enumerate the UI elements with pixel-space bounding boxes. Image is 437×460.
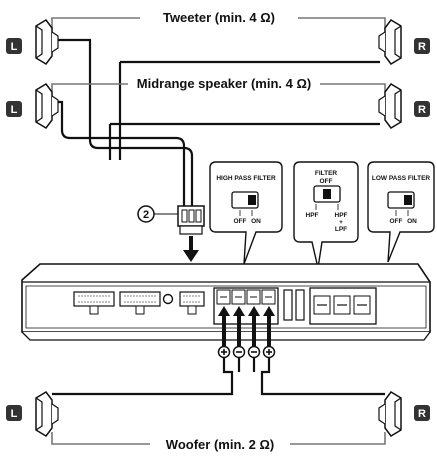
speaker-woofer-right [378, 391, 402, 437]
switch-low-pass-filter: LOW PASS FILTER OFF ON [367, 161, 435, 263]
svg-text:OFF: OFF [234, 218, 247, 225]
svg-text:R: R [418, 408, 426, 420]
plus-terminal-icon [262, 345, 276, 359]
amp-harness-socket [179, 291, 205, 315]
speaker-woofer-left [35, 391, 59, 437]
svg-text:+: + [339, 219, 343, 226]
badge-left-woofer: L [6, 405, 22, 421]
badge-right-midrange: R [414, 101, 430, 117]
svg-text:L: L [11, 41, 18, 53]
wire-woofer-l [52, 358, 234, 396]
badge-right-tweeter: R [414, 38, 430, 54]
badge-left-midrange: L [6, 101, 22, 117]
svg-text:R: R [418, 41, 426, 53]
svg-text:L: L [11, 104, 18, 116]
svg-text:OFF: OFF [320, 178, 333, 185]
harness-connector [177, 205, 205, 235]
svg-text:2: 2 [143, 209, 149, 221]
wire-midrange-l [52, 100, 186, 210]
label-midrange: Midrange speaker (min. 4 Ω) [137, 76, 311, 91]
speaker-tweeter-right [378, 19, 402, 65]
speaker-midrange-right [378, 83, 402, 129]
svg-text:LOW PASS FILTER: LOW PASS FILTER [372, 175, 431, 182]
speaker-midrange-left [35, 83, 59, 129]
amp-power-terminals [309, 287, 377, 325]
switch-filter-mode: FILTER OFF HPF HPF + LPF [293, 161, 359, 269]
label-woofer: Woofer (min. 2 Ω) [166, 437, 274, 452]
minus-terminal-icon [232, 345, 246, 359]
speaker-tweeter-left [35, 19, 59, 65]
svg-text:FILTER: FILTER [315, 170, 338, 177]
wire-woofer-r [260, 358, 385, 396]
badge-right-woofer: R [414, 405, 430, 421]
amp-round-jack [162, 293, 174, 305]
amp-fuse-2 [295, 289, 305, 321]
wire-tweeter-l [52, 38, 194, 210]
switch-high-pass-filter: HIGH PASS FILTER OFF ON [209, 161, 283, 265]
svg-text:HIGH PASS FILTER: HIGH PASS FILTER [216, 175, 276, 182]
woofer-input-arrows [218, 306, 275, 346]
amp-connector-1 [73, 291, 115, 315]
svg-text:ON: ON [407, 218, 417, 225]
amp-fuse-1 [283, 289, 293, 321]
svg-text:HPF: HPF [306, 212, 319, 219]
svg-text:OFF: OFF [390, 218, 403, 225]
svg-text:L: L [11, 408, 18, 420]
plus-terminal-icon [217, 345, 231, 359]
badge-left-tweeter: L [6, 38, 22, 54]
minus-terminal-icon [247, 345, 261, 359]
label-tweeter: Tweeter (min. 4 Ω) [163, 10, 275, 25]
insert-arrow-icon [183, 236, 199, 262]
amp-connector-2 [119, 291, 161, 315]
svg-text:HPF: HPF [335, 212, 348, 219]
svg-text:LPF: LPF [335, 226, 347, 233]
callout-2: 2 [137, 205, 178, 223]
svg-text:R: R [418, 104, 426, 116]
svg-text:ON: ON [251, 218, 261, 225]
